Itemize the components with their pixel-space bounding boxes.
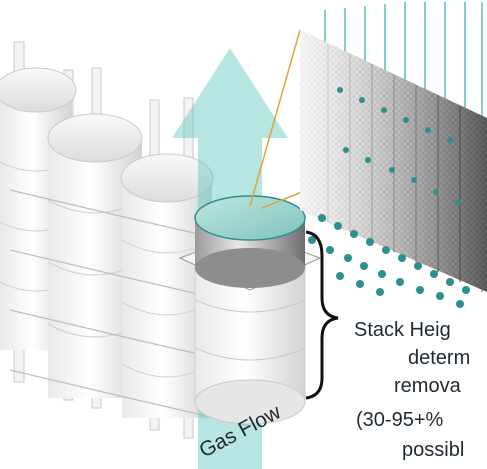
catalyst-module-front-stack: [178, 195, 322, 425]
stack-height-line-5: possibl: [402, 439, 464, 461]
stack-height-label: Stack Heig determ remova (30-95+% possib…: [354, 319, 470, 461]
stack-height-line-4: (30-95+%: [356, 409, 443, 431]
catalyst-plate-detail: [300, 2, 487, 292]
stack-height-line-2: determ: [408, 347, 470, 369]
stack-height-line-3: remova: [394, 375, 462, 397]
stack-height-bracket: [305, 230, 339, 400]
stack-height-line-1: Stack Heig: [354, 319, 451, 341]
gas-molecules: [308, 87, 470, 308]
